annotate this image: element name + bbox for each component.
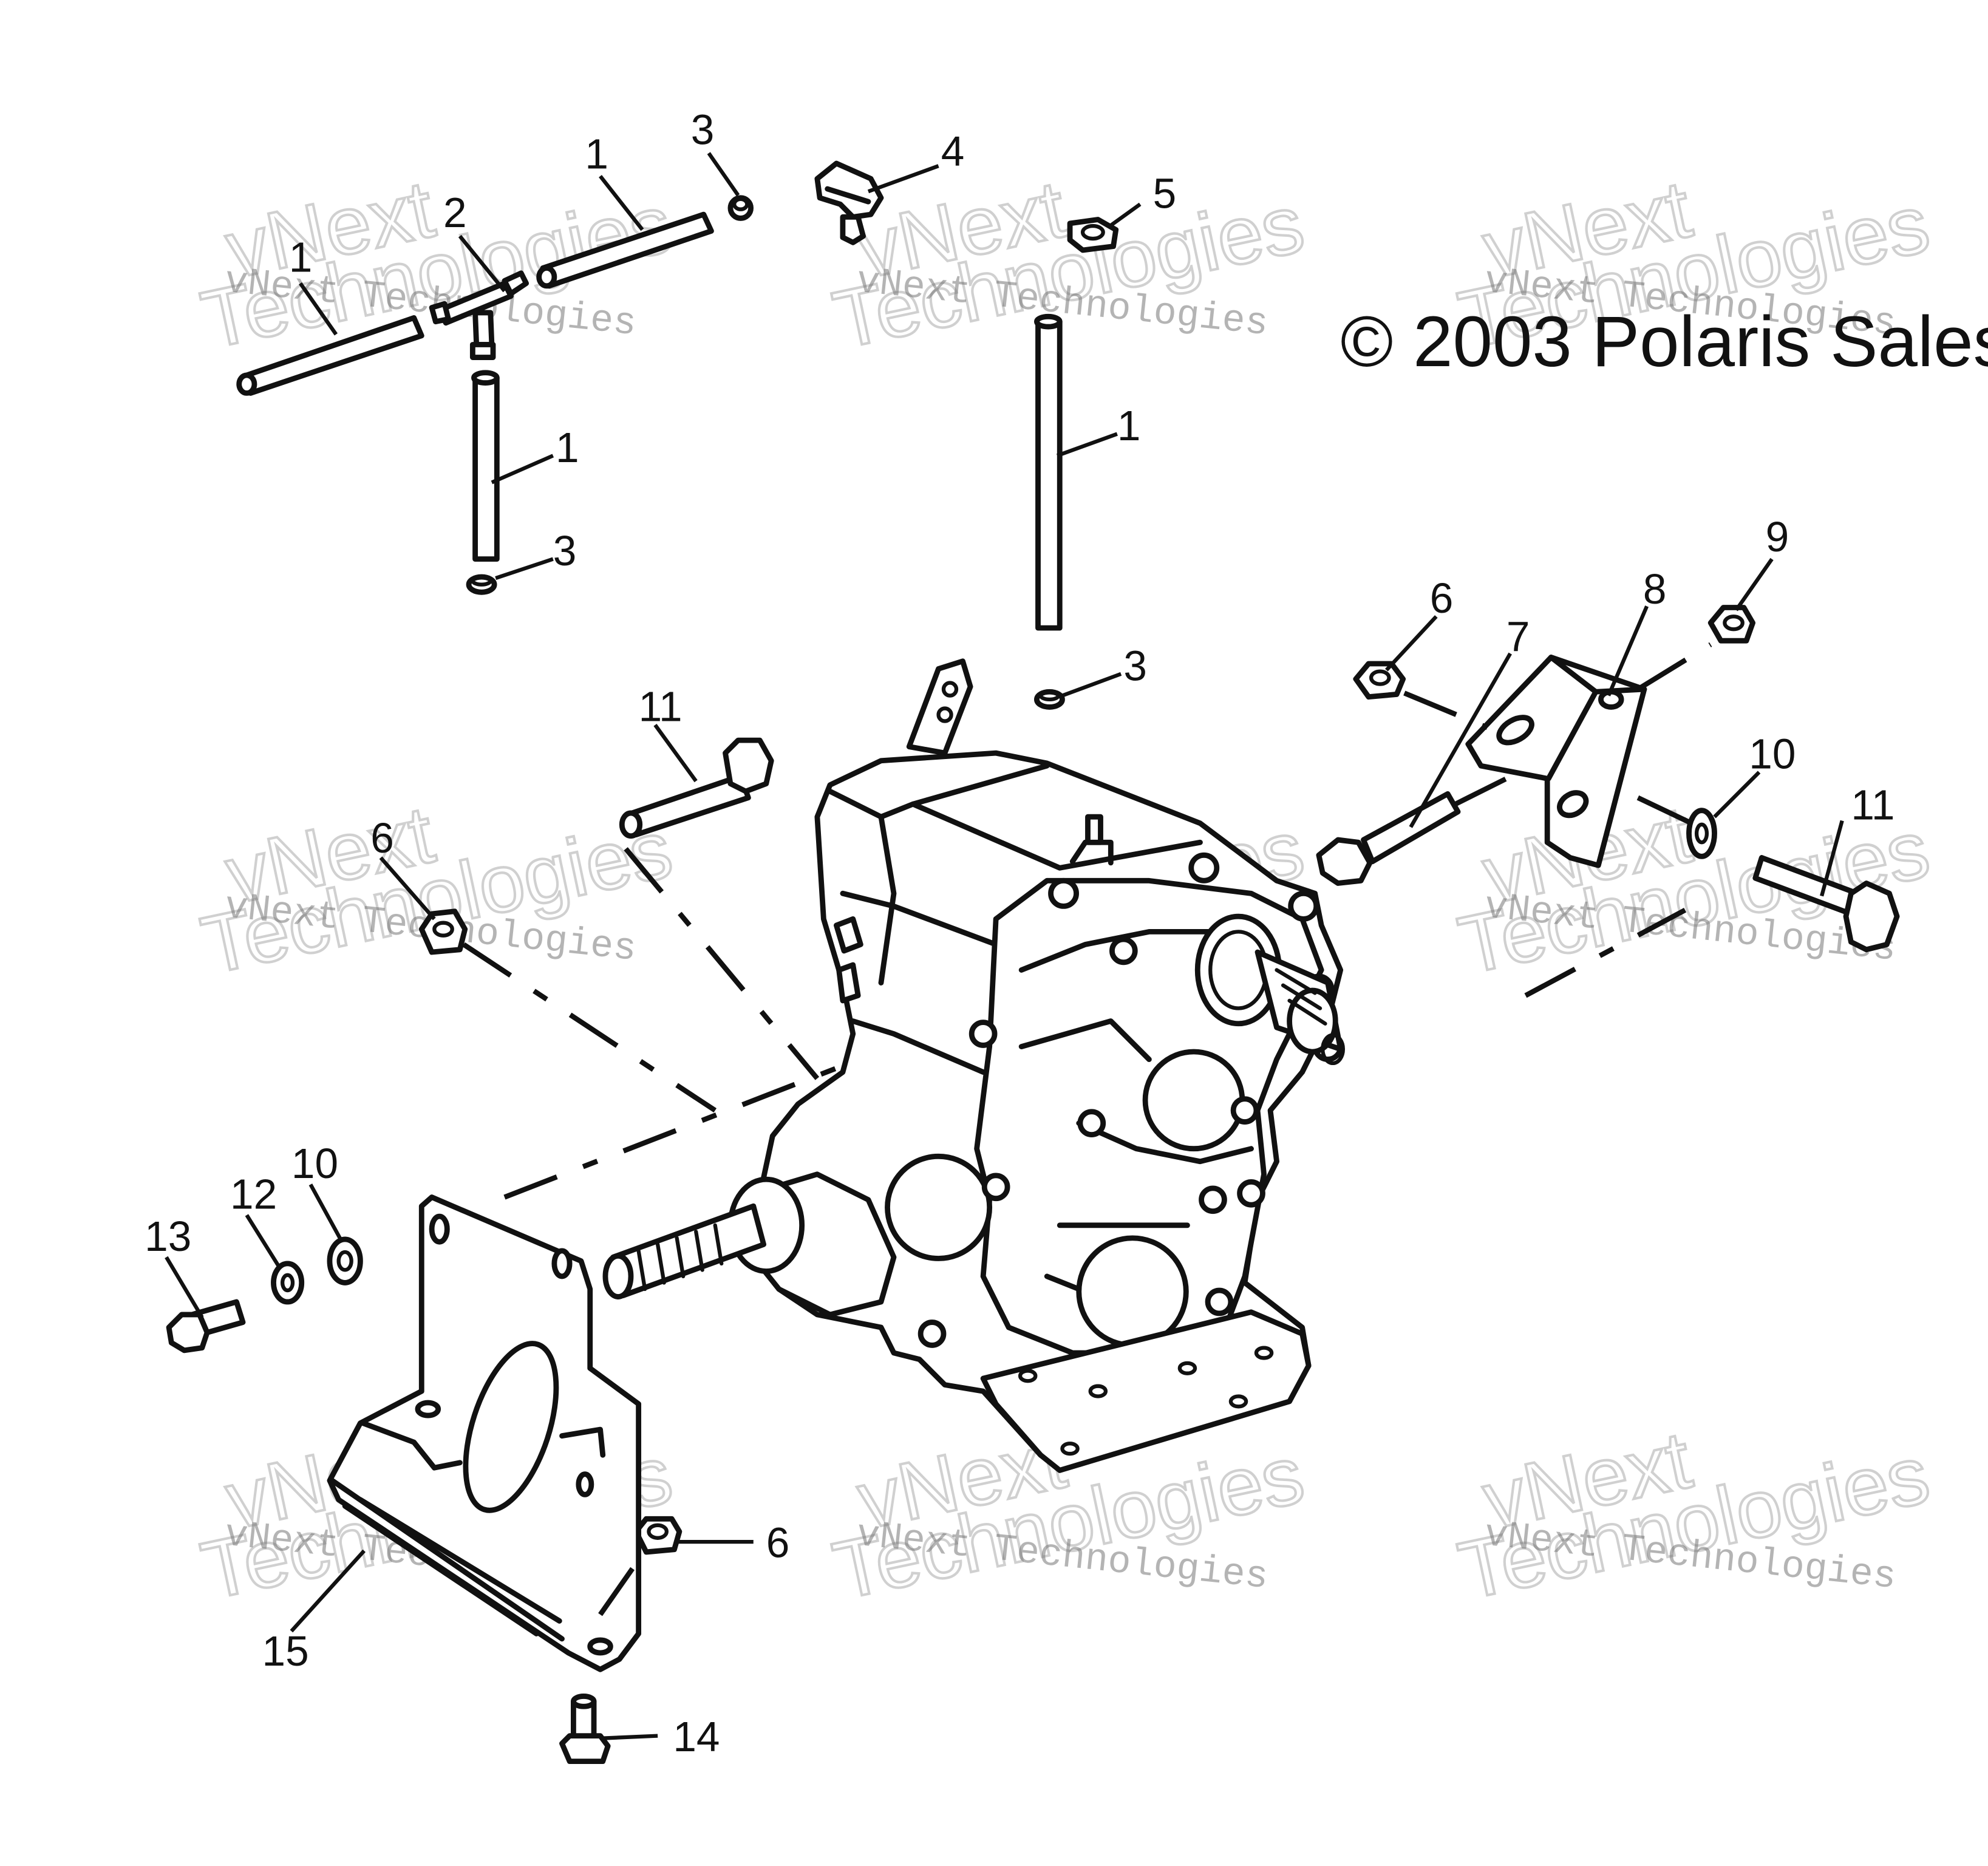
- callout-11: 11: [1851, 781, 1894, 828]
- hose-clamp: [727, 195, 754, 221]
- hose-clip: [1067, 217, 1119, 253]
- alignment-lines: [462, 642, 1712, 1616]
- callout-1: 1: [289, 234, 313, 281]
- callout-3: 3: [1123, 642, 1147, 689]
- callout-10: 10: [1749, 730, 1796, 777]
- flange-nut: [1707, 605, 1756, 644]
- callout-11: 11: [639, 683, 683, 730]
- callout-labels: 1 1 1 1 2 3 3 3 4 5 6 6 6 7 8 9 10 10 11…: [145, 106, 1894, 1760]
- callout-7: 7: [1506, 613, 1530, 660]
- mount-bracket-left: [327, 1194, 642, 1672]
- bolt: [166, 1299, 246, 1354]
- vent-hose-right: [536, 211, 714, 289]
- lock-washer: [271, 1261, 305, 1305]
- callout-1: 1: [1117, 402, 1141, 449]
- callout-6: 6: [370, 814, 394, 862]
- push-retainer: [814, 160, 884, 245]
- transmission-gearcase: [602, 658, 1346, 1473]
- vent-hose-down: [471, 370, 500, 562]
- callout-9: 9: [1766, 513, 1789, 560]
- flat-washer: [327, 1236, 363, 1285]
- callout-8: 8: [1643, 565, 1667, 613]
- callout-4: 4: [941, 128, 965, 175]
- bolt: [1316, 791, 1461, 886]
- vent-hose-left: [236, 315, 424, 396]
- mount-bracket-right: [1465, 655, 1647, 868]
- flat-washer: [1686, 808, 1717, 859]
- flange-nut: [633, 1516, 683, 1555]
- callout-5: 5: [1153, 170, 1177, 217]
- callout-6: 6: [766, 1519, 790, 1566]
- callout-3: 3: [553, 527, 577, 574]
- callout-13: 13: [145, 1213, 191, 1260]
- callout-15: 15: [262, 1627, 309, 1675]
- flange-nut: [418, 908, 468, 955]
- hose-clamp: [466, 574, 497, 595]
- flange-nut: [1353, 661, 1406, 700]
- bolt: [619, 737, 774, 839]
- hose-clamp: [1034, 689, 1065, 710]
- callout-2: 2: [443, 189, 467, 236]
- tee-fitting: [429, 270, 529, 360]
- callout-3: 3: [691, 106, 715, 154]
- callout-1: 1: [556, 424, 579, 471]
- copyright-notice: © 2003 Polaris Sales Inc.: [1341, 301, 1988, 381]
- bolt: [559, 1694, 611, 1765]
- callout-6: 6: [1430, 574, 1454, 622]
- vent-hose-vertical: [1034, 313, 1063, 631]
- callout-10: 10: [291, 1140, 338, 1187]
- callout-12: 12: [230, 1171, 277, 1218]
- callout-14: 14: [673, 1713, 720, 1760]
- leader-lines: [165, 152, 1844, 1740]
- bolt: [1752, 855, 1900, 953]
- callout-1: 1: [585, 130, 608, 177]
